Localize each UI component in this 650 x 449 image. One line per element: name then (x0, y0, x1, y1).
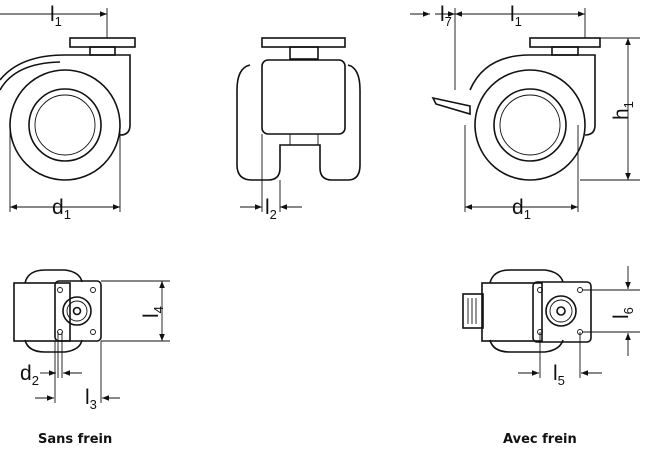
dimension-l1-left: l1 (50, 3, 62, 29)
dimension-d1-right: d1 (512, 196, 531, 222)
side-view-with-brake (410, 8, 640, 212)
dimension-l6: l6 (610, 307, 636, 319)
dimension-l2: l2 (265, 196, 277, 222)
caption-with-brake: Avec frein (503, 432, 577, 447)
dimension-l7: l7 (440, 3, 452, 29)
caption-without-brake: Sans frein (38, 432, 112, 447)
dimension-l3: l3 (85, 386, 97, 412)
top-view-with-brake (462, 266, 640, 378)
dimension-d2: d2 (20, 362, 39, 388)
dimension-h1: h1 (610, 101, 636, 120)
dimension-l1-right: l1 (510, 3, 522, 29)
side-view-no-brake (0, 8, 136, 212)
dimension-d1-left: d1 (52, 196, 71, 222)
front-view (236, 37, 361, 212)
top-view-no-brake (13, 269, 170, 403)
dimension-l5: l5 (553, 362, 565, 388)
dimension-l4: l4 (140, 306, 166, 318)
